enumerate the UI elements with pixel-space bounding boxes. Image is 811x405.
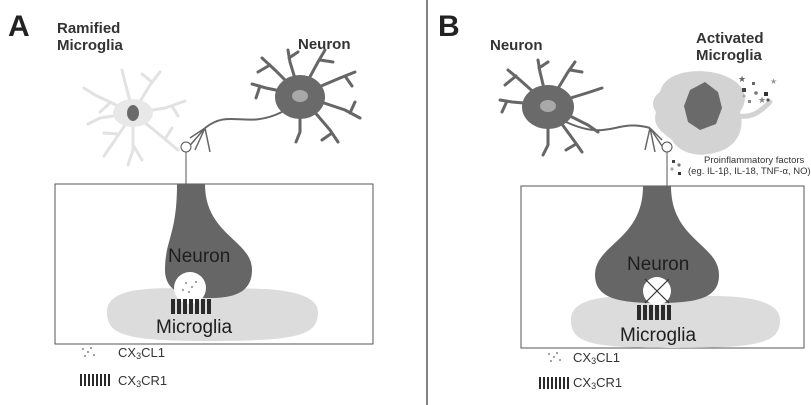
inset-b-microglia-label: Microglia bbox=[620, 325, 697, 346]
legend-b-ligand-sub: 3 bbox=[591, 356, 597, 366]
neuron-b-nucleus bbox=[540, 100, 556, 112]
legend-a-receptor-sub: 3 bbox=[136, 379, 142, 389]
neuron-b-title: Neuron bbox=[490, 37, 543, 54]
panel-a-letter: A bbox=[8, 10, 30, 43]
ramified-microglia-title: Ramified Microglia bbox=[57, 20, 123, 54]
activated-microglia-process bbox=[735, 99, 773, 119]
factors-icons bbox=[670, 160, 681, 175]
activated-microglia-title: Activated Microglia bbox=[696, 30, 764, 64]
svg-text:★: ★ bbox=[770, 77, 777, 86]
neuron-a-nucleus bbox=[292, 90, 308, 102]
inset-a-receptors bbox=[171, 299, 211, 314]
legend-a-ligand-icon bbox=[81, 346, 96, 358]
inset-b-microglia-shape bbox=[571, 295, 780, 348]
activated-microglia-title-line2: Microglia bbox=[696, 47, 762, 64]
proinflammatory-factors-label: Proinflammatory factors (eg. IL-1β, IL-1… bbox=[688, 155, 811, 177]
legend-a-ligand-sub: 3 bbox=[136, 351, 142, 361]
legend-b-ligand-label: CX3CL1 bbox=[573, 350, 620, 366]
legend-a-ligand-prefix: CX bbox=[118, 345, 137, 360]
legend-a-ligand-label: CX3CL1 bbox=[118, 345, 165, 361]
inset-a-microglia-shape bbox=[107, 288, 318, 341]
neuron-a-axon bbox=[204, 111, 283, 129]
inset-a-ligand-dots bbox=[182, 281, 197, 293]
ramified-microglia-nucleus bbox=[127, 105, 139, 121]
inset-b-blocked-cross bbox=[644, 278, 670, 304]
legend-b-ligand-prefix: CX bbox=[573, 350, 592, 365]
legend-b-receptor-prefix: CX bbox=[573, 375, 592, 390]
panel-b-letter: B bbox=[438, 10, 460, 43]
released-factors-cluster: ★ ★ ★ bbox=[738, 75, 777, 106]
legend-b-receptor-icon bbox=[539, 377, 569, 389]
inset-a-neuron-shape bbox=[165, 184, 252, 298]
activated-microglia-title-line1: Activated bbox=[696, 30, 764, 47]
legend-b-receptor-suffix: CR1 bbox=[596, 375, 623, 390]
legend-b-ligand-suffix: CL1 bbox=[596, 350, 620, 365]
ramified-microglia-title-line2: Microglia bbox=[57, 37, 123, 54]
neuron-b-terminal bbox=[644, 127, 667, 153]
svg-text:★: ★ bbox=[758, 96, 766, 106]
neuron-b-axon bbox=[565, 121, 651, 132]
legend-a-ligand-suffix: CL1 bbox=[141, 345, 165, 360]
neuron-a-title: Neuron bbox=[298, 36, 351, 53]
legend-a-receptor-icon bbox=[80, 374, 110, 386]
inset-a-vesicle bbox=[174, 272, 206, 304]
legend-a-receptor-suffix: CR1 bbox=[141, 373, 168, 388]
legend-a-receptor-prefix: CX bbox=[118, 373, 137, 388]
inset-b-receptors bbox=[637, 305, 671, 320]
inset-b-neuron-label: Neuron bbox=[627, 254, 690, 275]
proinflammatory-factors-line1: Proinflammatory factors bbox=[704, 155, 805, 166]
inset-a-neuron-label: Neuron bbox=[168, 246, 231, 267]
inset-b-neuron-shape bbox=[595, 186, 719, 303]
inset-a-microglia-label: Microglia bbox=[156, 317, 233, 338]
synapse-marker-b bbox=[661, 141, 673, 153]
ramified-microglia-title-line1: Ramified bbox=[57, 20, 121, 37]
legend-b-ligand-icon bbox=[547, 351, 562, 363]
synapse-marker-a bbox=[180, 141, 192, 153]
svg-text:★: ★ bbox=[738, 75, 746, 85]
proinflammatory-factors-line2: (eg. IL-1β, IL-18, TNF-α, NO) bbox=[688, 166, 811, 177]
legend-b-receptor-label: CX3CR1 bbox=[573, 375, 622, 391]
neuron-a-terminal bbox=[185, 127, 211, 153]
legend-a-receptor-label: CX3CR1 bbox=[118, 373, 167, 389]
legend-b-receptor-sub: 3 bbox=[591, 381, 597, 391]
activated-microglia-nucleus bbox=[684, 82, 722, 130]
